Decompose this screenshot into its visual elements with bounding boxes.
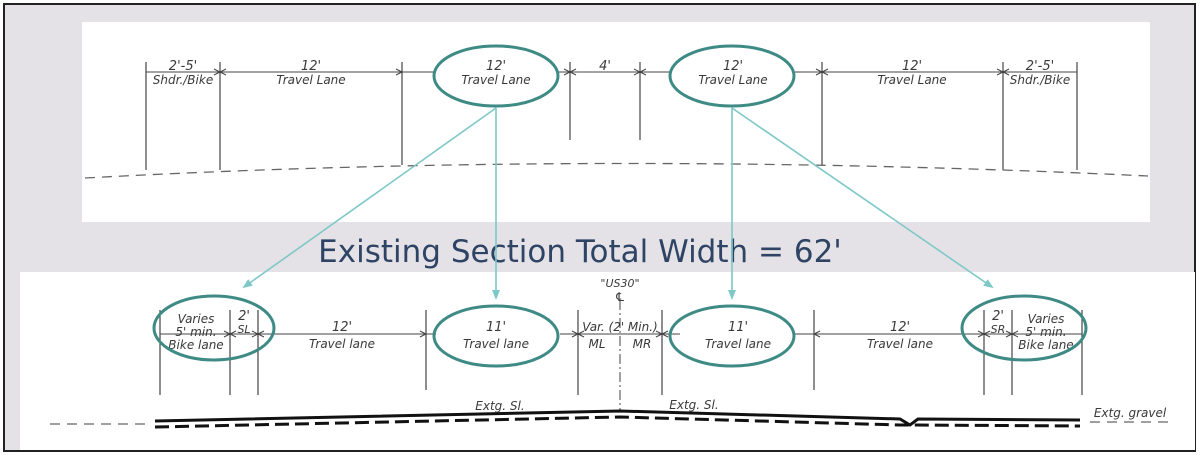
top-seg2-label: Travel Lane [276,73,345,87]
bottom-seg2-label: SL [237,323,250,336]
bottom-seg9-width: Varies [1028,312,1065,326]
bottom-highlight-right-lane [668,304,796,368]
top-seg5-label: Travel Lane [698,73,767,87]
bottom-seg5-label-left: ML [588,337,605,351]
top-seg6-width: 12' [902,59,922,74]
ground-label-right: Extg. Sl. [669,398,718,412]
arrow-left-to-bike [242,107,497,289]
bottom-seg7-width: 12' [890,320,910,335]
top-seg5-width: 12' [723,59,743,74]
top-highlight-right-lane [668,44,796,108]
bottom-seg7-label: Travel lane [867,337,933,351]
top-seg7-width: 2'-5' [1026,59,1054,74]
bottom-seg3-width: 12' [332,320,352,335]
top-seg6-label: Travel Lane [877,73,946,87]
bottom-seg1-width2: 5' min. [175,325,216,339]
bottom-seg6-width: 11' [728,320,748,335]
bottom-seg3-label: Travel lane [309,337,375,351]
top-seg7-label: Shdr./Bike [1010,73,1070,87]
bottom-seg8-label: SR [991,323,1006,336]
center-title: Existing Section Total Width = 62' [318,234,842,270]
ground-label-left: Extg. Sl. [475,399,524,413]
pavement-base [154,415,1081,429]
bottom-seg8-width: 2' [992,309,1004,324]
bottom-highlight-left-lane [432,304,560,368]
bottom-highlight-left-bike [152,294,276,362]
bottom-seg5-label-right: MR [633,337,652,351]
top-section: 2'-5' Shdr./Bike 12' Travel Lane 12' Tra… [84,44,1149,179]
top-seg3-width: 12' [486,59,506,74]
top-seg1-width: 2'-5' [169,59,197,74]
ground-label-gravel: Extg. gravel [1094,406,1167,420]
top-seg3-label: Travel Lane [461,73,530,87]
top-seg4-width: 4' [599,59,611,74]
connector-arrows [242,107,994,300]
arrow-right-to-bike [731,107,994,289]
bottom-seg4-label: Travel lane [463,337,529,351]
bottom-seg2-width: 2' [238,309,250,324]
top-highlight-left-lane [432,44,560,108]
top-section-panel [82,22,1150,222]
pavement-surface [154,409,1081,427]
bottom-section: "US30" ℄ Varies 5' min. Bike lane 2' SL … [50,277,1168,429]
top-seg1-label: Shdr./Bike [153,73,213,87]
bottom-seg9-width2: 5' min. [1025,325,1066,339]
top-ground-profile [84,162,1149,179]
bottom-seg5-width: Var. (2' Min.) [582,320,657,334]
bottom-seg1-label: Bike lane [168,338,223,352]
bottom-highlight-right-bike [960,294,1088,362]
centerline-route-label: "US30" [600,277,639,290]
bottom-seg4-width: 11' [486,320,506,335]
top-seg2-width: 12' [301,59,321,74]
bottom-seg9-label: Bike lane [1018,338,1073,352]
centerline-symbol: ℄ [615,290,626,304]
bottom-seg6-label: Travel lane [705,337,771,351]
bottom-seg1-width: Varies [178,312,215,326]
